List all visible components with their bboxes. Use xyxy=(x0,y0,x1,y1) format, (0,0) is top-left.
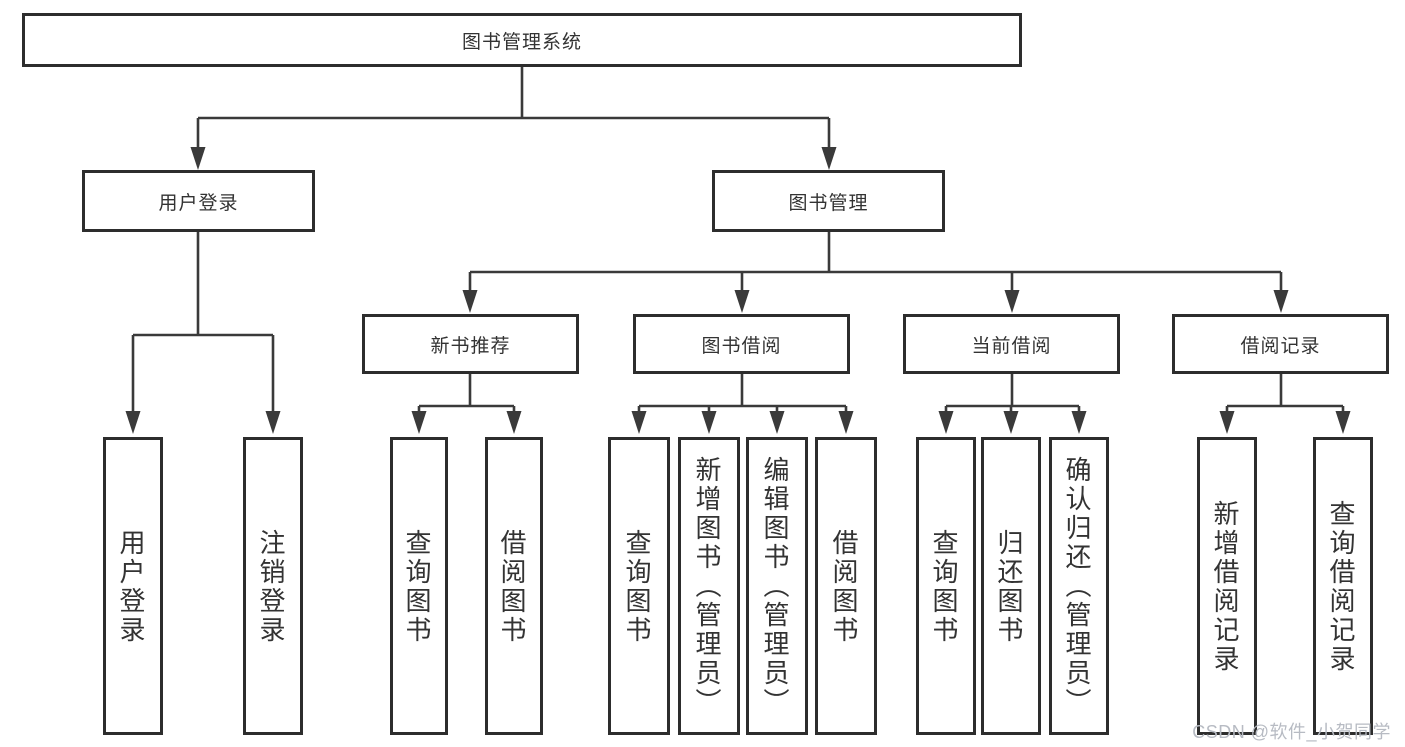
leaf-label: 新增图书︵管理员︶ xyxy=(695,455,723,717)
node-library-management-system: 图书管理系统 xyxy=(22,13,1022,67)
leaf-newbook-borrow-books: 借阅图书 xyxy=(485,437,543,735)
node-new-book-recommend: 新书推荐 xyxy=(362,314,579,374)
connector-user-login-children xyxy=(125,232,281,434)
leaf-label: 编辑图书︵管理员︶ xyxy=(763,455,791,717)
leaf-current-return-books: 归还图书 xyxy=(981,437,1041,735)
leaf-current-query-books: 查询图书 xyxy=(916,437,976,735)
node-book-borrow: 图书借阅 xyxy=(633,314,850,374)
leaf-label: 借阅图书 xyxy=(500,527,528,645)
connector-current-borrow-children xyxy=(938,374,1087,434)
leaf-label: 确认归还︵管理员︶ xyxy=(1065,455,1093,717)
leaf-label: 用户登录 xyxy=(119,527,147,645)
node-borrow-records: 借阅记录 xyxy=(1172,314,1389,374)
node-label: 新书推荐 xyxy=(430,335,511,357)
leaf-borrow-add-books-admin: 新增图书︵管理员︶ xyxy=(678,437,740,735)
leaf-newbook-query-books: 查询图书 xyxy=(390,437,448,735)
node-user-login: 用户登录 xyxy=(82,170,315,232)
leaf-label: 查询借阅记录 xyxy=(1329,498,1357,674)
leaf-borrow-edit-books-admin: 编辑图书︵管理员︶ xyxy=(746,437,808,735)
leaf-user-login: 用户登录 xyxy=(103,437,163,735)
leaf-label: 归还图书 xyxy=(997,527,1025,645)
leaf-label: 查询图书 xyxy=(405,527,433,645)
connector-new-book-children xyxy=(411,374,522,434)
csdn-watermark: CSDN @软件_小贺同学 xyxy=(1192,722,1391,742)
leaf-label: 注销登录 xyxy=(259,527,287,645)
node-book-management: 图书管理 xyxy=(712,170,945,232)
node-current-borrow: 当前借阅 xyxy=(903,314,1120,374)
node-label: 图书管理系统 xyxy=(461,31,582,53)
connector-root-to-level2 xyxy=(190,67,837,170)
leaf-logout-login: 注销登录 xyxy=(243,437,303,735)
leaf-records-query-record: 查询借阅记录 xyxy=(1313,437,1373,735)
leaf-borrow-borrow-books: 借阅图书 xyxy=(815,437,877,735)
leaf-label: 查询图书 xyxy=(932,527,960,645)
leaf-label: 新增借阅记录 xyxy=(1213,498,1241,674)
leaf-records-add-record: 新增借阅记录 xyxy=(1197,437,1257,735)
node-label: 当前借阅 xyxy=(971,335,1052,357)
node-label: 图书管理 xyxy=(788,192,869,214)
connector-book-management-children xyxy=(462,232,1289,313)
node-label: 借阅记录 xyxy=(1240,335,1321,357)
leaf-label: 查询图书 xyxy=(625,527,653,645)
leaf-label: 借阅图书 xyxy=(832,527,860,645)
connector-book-borrow-children xyxy=(631,374,854,434)
node-label: 用户登录 xyxy=(158,192,239,214)
connector-borrow-records-children xyxy=(1219,374,1351,434)
leaf-borrow-query-books: 查询图书 xyxy=(608,437,670,735)
node-label: 图书借阅 xyxy=(701,335,782,357)
leaf-current-confirm-return-admin: 确认归还︵管理员︶ xyxy=(1049,437,1109,735)
